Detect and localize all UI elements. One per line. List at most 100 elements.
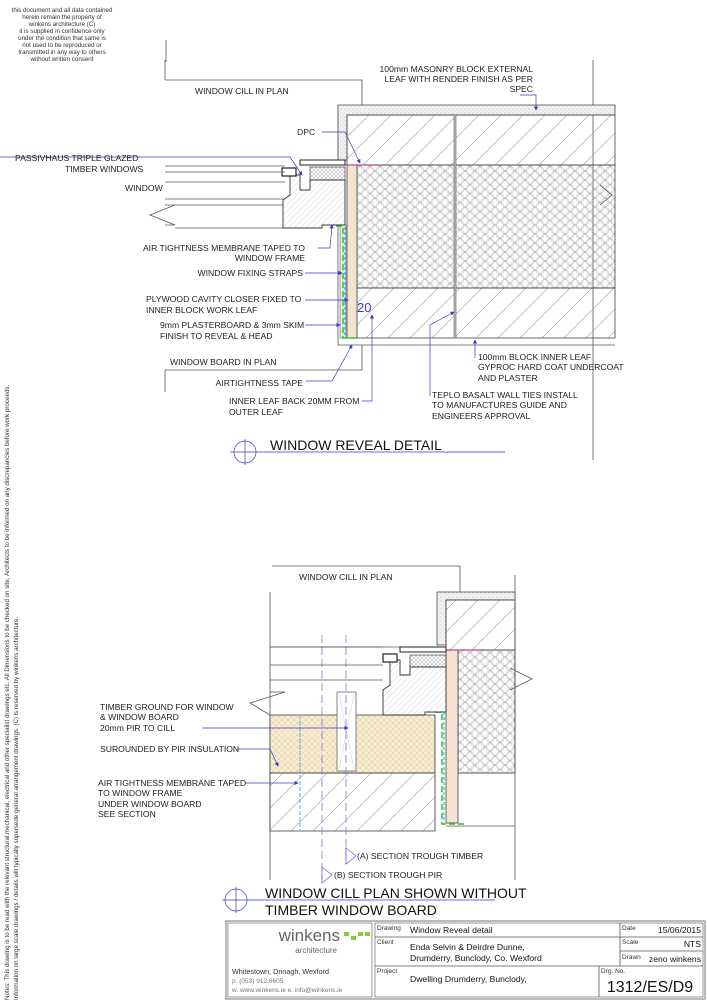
drawing-linework xyxy=(599,184,613,206)
drawing-linework xyxy=(249,691,286,716)
drawing-linework xyxy=(457,649,516,774)
reveal_detail-labels-plywood-1-label: INNER BLOCK WORK LEAF xyxy=(146,305,257,315)
side_notes-1-label: Information on large scale drawings / de… xyxy=(13,617,20,1000)
reveal-detail-drawing: 20 100mm MASONRY BLOCK EXTERNAL LEAF WIT… xyxy=(0,60,624,465)
drawing-linework xyxy=(351,936,356,940)
cill_plan-labels-ground-2-label: 20mm PIR TO CILL xyxy=(100,723,175,733)
window-frame xyxy=(282,174,346,229)
drawing-linework xyxy=(148,204,176,226)
reveal_detail-labels-window-label: WINDOW xyxy=(125,183,164,193)
logo-mark xyxy=(344,932,370,940)
title_block-drawing-label: Window Reveal detail xyxy=(410,925,493,935)
drawing-linework xyxy=(509,667,533,691)
reveal_detail-labels-ties-0-label: TEPLO BASALT WALL TIES INSTALL xyxy=(432,390,578,400)
reveal_detail-labels-passivhaus-1-label: TIMBER WINDOWS xyxy=(65,164,144,174)
title_block-scale_key-label: Scale xyxy=(622,939,639,946)
reveal_detail-labels-masonry-2-label: SPEC xyxy=(510,84,533,94)
drawing-linework xyxy=(306,344,353,382)
cill_plan-labels-ground-0-label: TIMBER GROUND FOR WINDOW xyxy=(100,702,235,712)
drawing-linework xyxy=(227,922,373,998)
title_block-client_key-label: Client xyxy=(377,939,394,946)
copyright_note-7-label: without written consent xyxy=(30,56,94,63)
drawing-linework xyxy=(225,920,706,1000)
drawing-linework xyxy=(309,166,346,181)
copyright-note: this document and all data contained her… xyxy=(12,7,113,63)
reveal_detail-labels-plasterboard-0-label: 9mm PLASTERBOARD & 3mm SKIM xyxy=(160,320,304,330)
drawing-linework xyxy=(409,654,447,668)
copyright_note-4-label: under the condition that same is xyxy=(18,35,106,42)
cill_plan-labels-membrane-3-label: SEE SECTION xyxy=(98,809,156,819)
title_block-project_key-label: Project xyxy=(377,968,397,975)
cill_plan-labels-ground-1-label: & WINDOW BOARD xyxy=(100,712,179,722)
title_block-project-label: Dwelling Drumderry, Bunclody, xyxy=(410,974,527,984)
drawing-linework xyxy=(165,345,363,371)
copyright_note-5-label: not used to be reproduced or xyxy=(22,42,101,49)
title_block-drawing_key-label: Drawing xyxy=(377,925,401,932)
drawing-linework xyxy=(374,922,704,998)
copyright_note-1-label: herein remain the property of xyxy=(22,14,102,21)
dimension-20: 20 xyxy=(357,300,371,315)
title_block-date_key-label: Date xyxy=(622,925,636,932)
copyright_note-6-label: transmitted in any way to others xyxy=(18,49,105,56)
drawing-linework xyxy=(0,156,303,176)
cill_plan-labels-section_b-label: (B) SECTION TROUGH PIR xyxy=(334,870,442,880)
drawing-linework: 100mm MASONRY BLOCK EXTERNAL LEAF WITH R… xyxy=(143,64,533,388)
reveal_detail-labels-straps-label: WINDOW FIXING STRAPS xyxy=(197,268,303,278)
title-block: winkens architecture Whitestown, Drinagh… xyxy=(225,920,706,1000)
copyright_note-0-label: this document and all data contained xyxy=(12,7,113,14)
drawing-linework xyxy=(399,646,447,653)
reveal_detail-labels-dpc-label: DPC xyxy=(297,127,315,137)
section-a-marker xyxy=(345,847,357,865)
copyright_note-3-label: it is supplied in confidence only xyxy=(19,28,105,35)
section-b-marker xyxy=(321,866,333,884)
reveal_detail-labels-ties-2-label: ENGINEERS APPROVAL xyxy=(432,411,530,421)
reveal_detail-labels-board-label: WINDOW BOARD IN PLAN xyxy=(170,357,276,367)
cill_plan-labels-cill-label: WINDOW CILL IN PLAN xyxy=(299,572,393,582)
drawing-number: 1312/ES/D9 xyxy=(607,979,693,996)
drawing-linework xyxy=(362,314,375,402)
drawing-linework xyxy=(269,772,436,832)
drawing-linework xyxy=(322,131,361,164)
title_block-client-1-label: Drumderry, Bunclody, Co. Wexford xyxy=(410,953,542,963)
drawing-linework xyxy=(382,659,447,716)
plywood-cavity-closer xyxy=(346,164,358,339)
drawing-linework xyxy=(299,159,346,166)
cill_plan-labels-section_a-label: (A) SECTION TROUGH TIMBER xyxy=(357,851,483,861)
membrane-line xyxy=(336,225,355,339)
outer-block-leaf xyxy=(346,114,616,166)
cill_plan-labels-pir-label: SUROUNDED BY PIR INSULATION xyxy=(100,744,239,754)
reveal_detail-labels-ties-1-label: TO MANUFACTURES GUIDE AND xyxy=(432,400,567,410)
reveal_detail-labels-membrane-0-label: AIR TIGHTNESS MEMBRANE TAPED TO xyxy=(143,243,305,253)
reveal_detail-labels-tape-label: AIRTIGHTNESS TAPE xyxy=(216,378,304,388)
cill_plan-labels-membrane-0-label: AIR TIGHTNESS MEMBRANE TAPED xyxy=(98,778,246,788)
drawing-linework xyxy=(272,565,461,592)
reveal_detail-labels-inner_leaf-1-label: GYPROC HARD COAT UNDERCOAT xyxy=(478,362,624,372)
cavity-insulation xyxy=(356,164,616,289)
reveal_detail-labels-inner_back-0-label: INNER LEAF BACK 20MM FROM xyxy=(229,396,359,406)
title_block-drg_key-label: Drg. No. xyxy=(601,968,625,975)
drawing-linework xyxy=(318,224,334,249)
drawing-linework xyxy=(445,599,516,651)
drawing-linework xyxy=(382,653,398,663)
logo-wordmark: winkens xyxy=(278,926,340,945)
title_block-scale-label: NTS xyxy=(684,939,701,949)
title_block-address-label: Whitestown, Drinagh, Wexford xyxy=(232,967,329,976)
cill-plan-title-2: TIMBER WINDOW BOARD xyxy=(265,902,437,918)
cill_plan-labels-membrane-1-label: TO WINDOW FRAME xyxy=(98,788,183,798)
title_block-web_email-label: w. www.winkens.ie e. info@winkens.ie xyxy=(231,987,343,994)
drawing-linework xyxy=(344,932,349,936)
reveal_detail-labels-masonry-0-label: 100mm MASONRY BLOCK EXTERNAL xyxy=(380,64,534,74)
drawing-linework xyxy=(520,94,539,111)
copyright_note-2-label: winkens architecture (C) xyxy=(28,21,96,28)
title_block-drawn-label: zeno winkens xyxy=(649,954,701,964)
reveal_detail-labels-plasterboard-1-label: FINISH TO REVEAL & HEAD xyxy=(160,331,273,341)
cill-plan-drawing: WINDOW CILL IN PLAN TIMBER GROUND FOR WI… xyxy=(98,565,533,918)
drawing-linework xyxy=(365,932,370,936)
drawing-linework xyxy=(165,79,363,105)
drawing-linework xyxy=(237,748,279,767)
inner-block-leaf xyxy=(356,287,616,339)
reveal_detail-labels-inner_leaf-0-label: 100mm BLOCK INNER LEAF xyxy=(478,352,591,362)
reveal_detail-labels-passivhaus-0-label: PASSIVHAUS TRIPLE GLAZED xyxy=(15,153,138,163)
title_block-client-0-label: Enda Selvin & Deirdre Dunne, xyxy=(410,942,525,952)
